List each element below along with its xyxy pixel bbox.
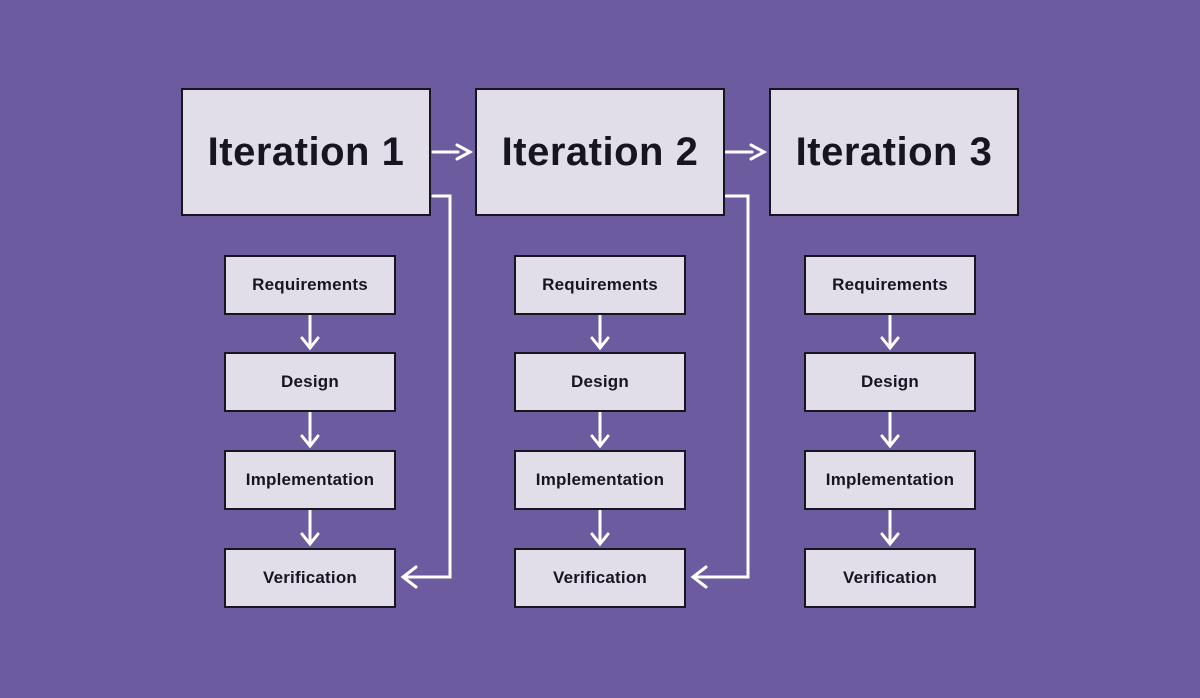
arrow-implementation-to-verification (880, 509, 900, 547)
iteration-2-stage-verification: Verification (514, 548, 686, 608)
iteration-3-stage-implementation: Implementation (804, 450, 976, 510)
iteration-3-header: Iteration 3 (769, 88, 1019, 216)
iteration-2-header: Iteration 2 (475, 88, 725, 216)
iteration-1-stage-implementation: Implementation (224, 450, 396, 510)
iteration-3-stage-design: Design (804, 352, 976, 412)
feedback-loop-iteration1-to-verification (400, 194, 452, 589)
iteration-2-stage-requirements: Requirements (514, 255, 686, 315)
arrow-design-to-implementation (590, 411, 610, 449)
arrow-requirements-to-design (880, 314, 900, 351)
iteration-2-stage-design: Design (514, 352, 686, 412)
iteration-1-stage-requirements: Requirements (224, 255, 396, 315)
iteration-2-stage-implementation: Implementation (514, 450, 686, 510)
arrow-design-to-implementation (300, 411, 320, 449)
iteration-1-header: Iteration 1 (181, 88, 431, 216)
arrow-design-to-implementation (880, 411, 900, 449)
arrow-requirements-to-design (300, 314, 320, 351)
arrow-implementation-to-verification (590, 509, 610, 547)
iteration-1-stage-design: Design (224, 352, 396, 412)
arrow-implementation-to-verification (300, 509, 320, 547)
feedback-loop-iteration2-to-verification (690, 194, 750, 589)
iteration-3-stage-requirements: Requirements (804, 255, 976, 315)
iteration-3-stage-verification: Verification (804, 548, 976, 608)
arrow-iteration2-to-iteration3 (724, 143, 768, 161)
arrow-iteration1-to-iteration2 (431, 143, 474, 161)
iteration-1-stage-verification: Verification (224, 548, 396, 608)
arrow-requirements-to-design (590, 314, 610, 351)
